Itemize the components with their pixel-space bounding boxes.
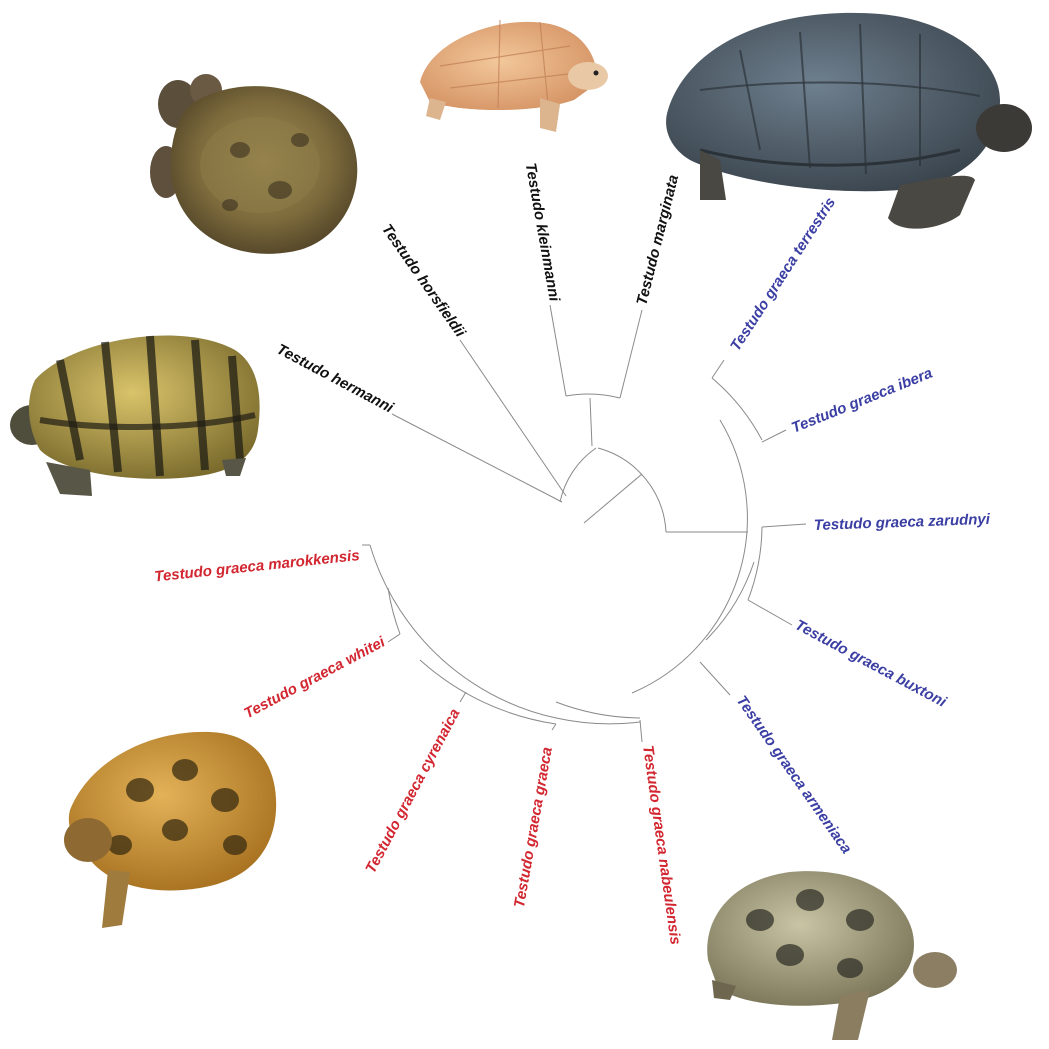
branch-buxtoni [748, 600, 792, 625]
hermanni-tortoise-photo [10, 336, 260, 496]
label-terrestris: Testudo graeca terrestris [727, 194, 839, 354]
label-hermanni: Testudo hermanni [274, 341, 397, 417]
label-kleinmanni: Testudo kleinmanni [522, 162, 563, 304]
label-horsfieldii: Testudo horsfieldii [378, 221, 469, 341]
branch-cyrenaica [460, 692, 466, 702]
terrestris-ibera-arc [712, 378, 762, 440]
tip-labels: Testudo hermanni Testudo horsfieldii Tes… [154, 162, 991, 946]
horsfieldii-tortoise-photo [150, 74, 357, 254]
ibera-tortoise-photo [707, 871, 957, 1040]
graeca-nabeulensis-arc [556, 702, 640, 718]
label-graeca: Testudo graeca graeca [511, 746, 556, 909]
branch-kleinmanni [550, 305, 566, 396]
branch-armeniaca [700, 662, 730, 695]
label-armeniaca: Testudo graeca armeniaca [733, 693, 855, 857]
label-cyrenaica: Testudo graeca cyrenaica [362, 706, 463, 876]
label-zarudnyi: Testudo graeca zarudnyi [814, 511, 991, 534]
branch-whitei [388, 634, 400, 642]
label-marginata: Testudo marginata [633, 173, 682, 307]
zarudnyi-buxtoni-arc [748, 527, 762, 600]
branch-ibera [762, 430, 786, 442]
western-clade-arc [370, 545, 640, 724]
kleinmanni-marginata-stem [590, 398, 592, 446]
inner-eastern-arc [706, 562, 754, 640]
graeca-tortoise-photo [64, 732, 276, 928]
label-nabeulensis: Testudo graeca nabeulensis [639, 744, 684, 946]
label-marokkensis: Testudo graeca marokkensis [154, 547, 361, 585]
whitei-arc [388, 588, 400, 634]
branch-nabeulensis [640, 720, 642, 742]
label-ibera: Testudo graeca ibera [789, 365, 935, 437]
kleinmanni-tortoise-photo [420, 20, 608, 132]
branch-hermanni [392, 414, 562, 502]
branch-zarudnyi [762, 524, 806, 527]
outgroup-arc [560, 448, 596, 502]
branch-graeca [552, 724, 556, 730]
tree-branches [362, 305, 806, 742]
kleinmanni-marginata-arc [566, 394, 620, 398]
label-buxtoni: Testudo graeca buxtoni [792, 617, 950, 712]
graeca-crown-arc [598, 448, 666, 532]
eastern-clade-arc [632, 420, 747, 693]
marginata-tortoise-photo [666, 13, 1032, 229]
label-whitei: Testudo graeca whitei [241, 633, 388, 722]
branch-marginata [620, 310, 642, 398]
branch-terrestris [712, 360, 724, 378]
root-stem [584, 474, 642, 523]
branch-horsfieldii [460, 340, 566, 496]
